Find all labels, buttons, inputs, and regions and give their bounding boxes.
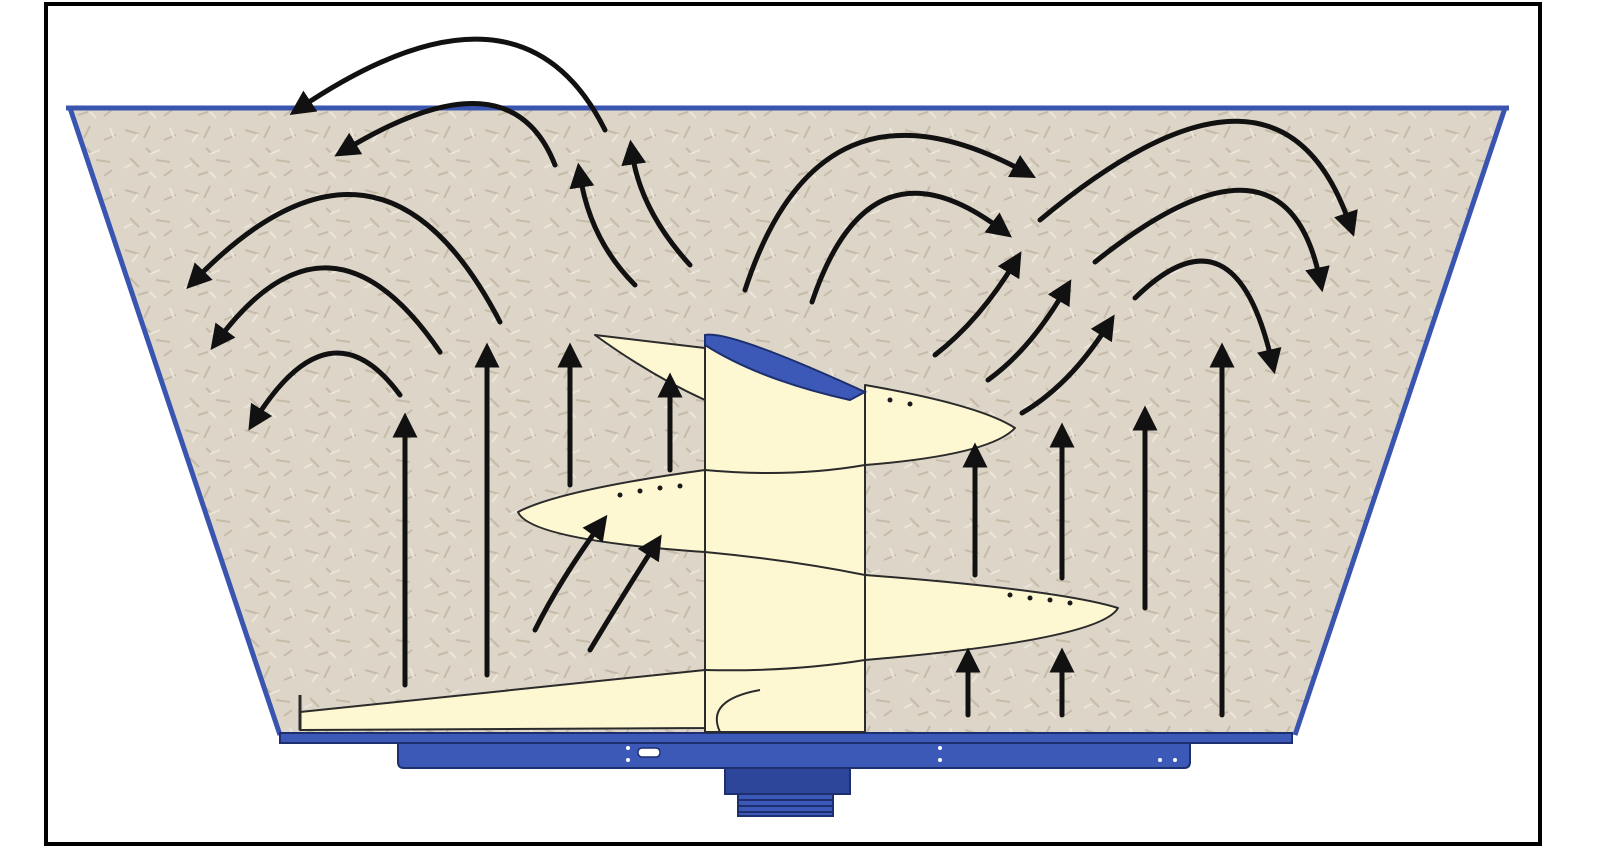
flight-hole: [887, 397, 893, 403]
flight-hole: [1027, 595, 1033, 601]
flow-arrow-over-top: [289, 36, 608, 133]
hopper-wall: [67, 107, 283, 736]
flow-arrow-curl-left: [186, 191, 503, 325]
flow-arrow-curl-right: [809, 190, 1012, 305]
flight-hole: [1047, 597, 1053, 603]
flight-seam: [704, 659, 866, 672]
flight-hole: [907, 401, 913, 407]
flight-hole: [1067, 600, 1073, 606]
flow-arrow-diagonal: [1019, 314, 1115, 416]
drive-gearbox: [724, 767, 851, 795]
flight-hole: [617, 492, 623, 498]
flow-arrow-diagonal: [985, 279, 1072, 383]
flow-arrow-curl-right: [742, 132, 1036, 293]
bolt-hole: [626, 758, 630, 762]
flow-arrow-curl-left: [210, 265, 443, 355]
bolt-hole: [938, 746, 942, 750]
flight-seam: [715, 689, 761, 733]
flight-seam: [704, 464, 866, 475]
flight-hole: [1007, 592, 1013, 598]
flow-arrow-curl-right: [1037, 118, 1358, 237]
flow-arrow-over-top: [334, 100, 558, 168]
flow-arrow-diagonal: [587, 534, 662, 653]
bolt-hole: [626, 746, 630, 750]
bolt-hole: [1158, 758, 1162, 762]
frame-channel: [397, 742, 1191, 769]
flow-arrow-curl-left: [569, 162, 638, 288]
material-flow-arrows: [186, 36, 1358, 718]
flight-seam: [704, 551, 866, 576]
auger-cutting-edge: [704, 333, 868, 402]
flow-arrow-curl-left: [621, 139, 693, 268]
auger-flight-middle: [517, 469, 706, 553]
bolt-hole: [1173, 758, 1177, 762]
flow-arrow-curl-left: [248, 350, 403, 431]
slot-hole: [637, 747, 661, 758]
bolt-hole: [938, 758, 942, 762]
flow-arrow-diagonal: [532, 514, 608, 633]
flight-hole: [657, 485, 663, 491]
flight-hole: [637, 488, 643, 494]
flow-arrow-curl-right: [1092, 187, 1330, 293]
auger-flight-bottom: [299, 669, 706, 731]
hopper-wall: [1292, 107, 1508, 736]
floor-plate: [279, 732, 1293, 744]
flight-hole: [677, 483, 683, 489]
flow-arrow-diagonal: [932, 251, 1022, 358]
flow-arrow-curl-right: [1132, 258, 1282, 375]
